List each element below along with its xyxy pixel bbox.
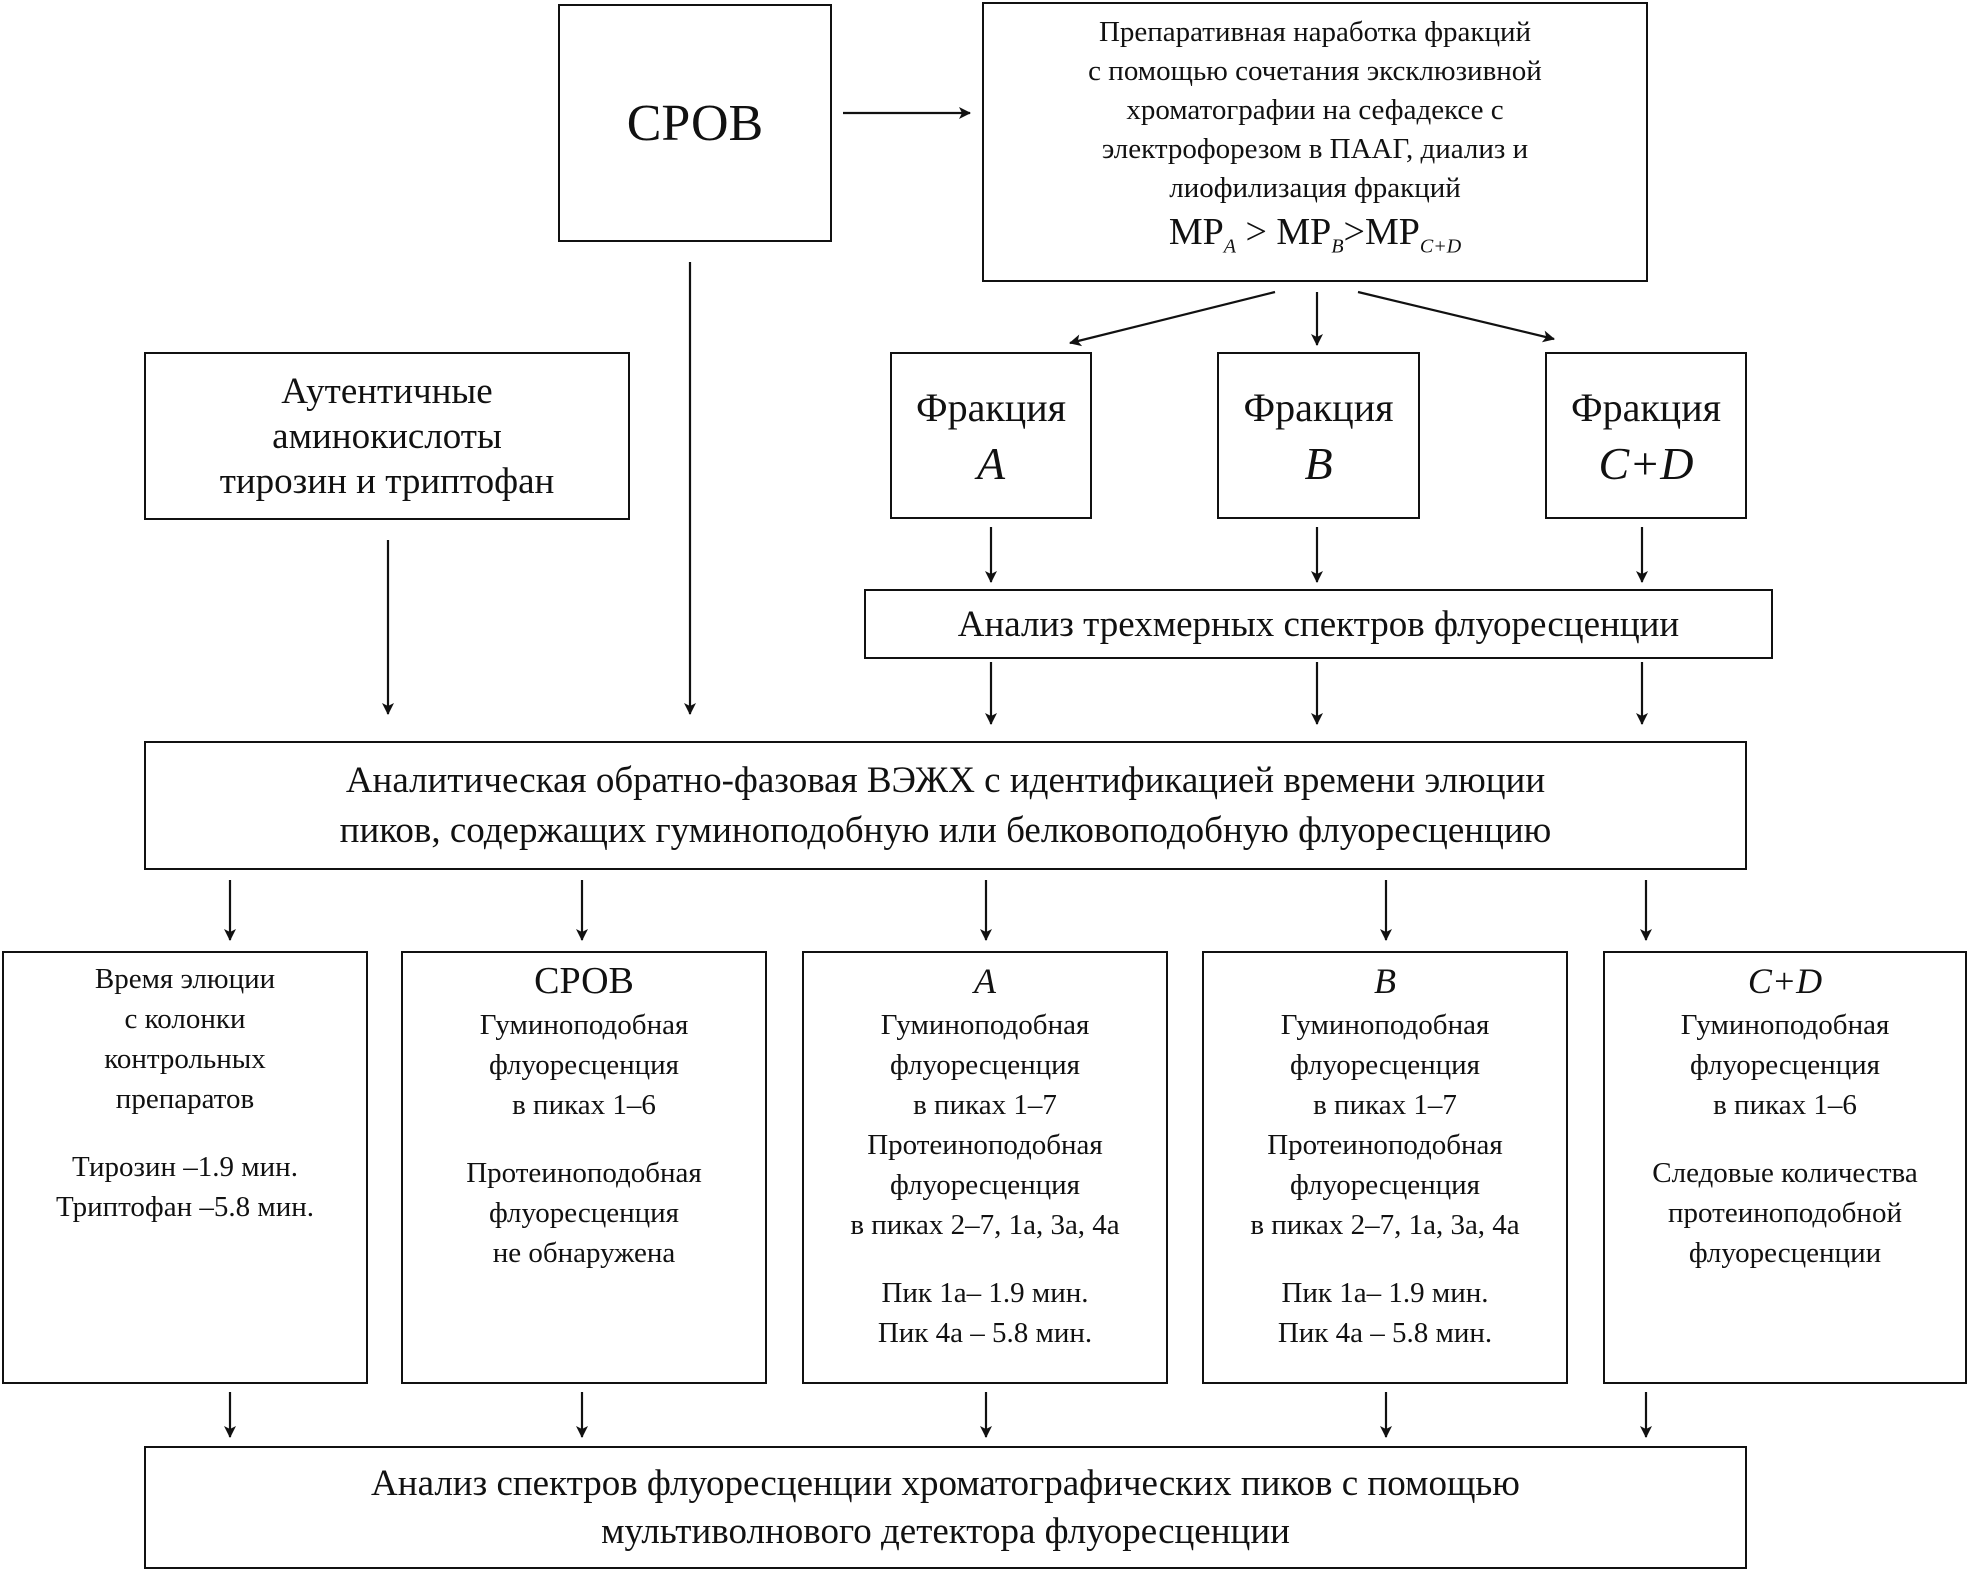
arrow-prep-to-fraction-cd	[1357, 290, 1555, 343]
prep-line: с помощью сочетания эксклюзивной	[1088, 55, 1542, 88]
result-line: Пик 4а – 5.8 мин.	[1277, 1317, 1493, 1349]
result-line: Протеиноподобная	[1267, 1129, 1503, 1161]
result-line: Гуминоподобная	[1680, 1009, 1890, 1041]
result-line: Пик 1а– 1.9 мин.	[881, 1277, 1089, 1309]
result-box-b: B Гуминоподобная флуоресценция в пиках 1…	[1202, 951, 1568, 1384]
hplc-line: пиков, содержащих гуминоподобную или бел…	[339, 809, 1552, 851]
final-line: Анализ спектров флуоресценции хроматогра…	[371, 1462, 1520, 1504]
result-line: контрольных	[104, 1043, 266, 1075]
result-box-srov: СРОВ Гуминоподобная флуоресценция в пика…	[401, 951, 767, 1384]
result-line: в пиках 2–7, 1а, 3а, 4а	[850, 1209, 1120, 1241]
result-line: Гуминоподобная	[1280, 1009, 1490, 1041]
result-line: с колонки	[124, 1003, 246, 1035]
result-line: флуоресценция	[1289, 1049, 1481, 1081]
result-line: Тирозин –1.9 мин.	[72, 1151, 298, 1183]
result-line: препаратов	[115, 1083, 255, 1115]
fraction-title: Фракция	[1571, 384, 1721, 430]
result-line: Пик 1а– 1.9 мин.	[1281, 1277, 1489, 1309]
amino-line: аминокислоты	[272, 415, 502, 457]
fraction-cd-box: Фракция C+D	[1545, 352, 1747, 519]
result-title: A	[974, 961, 996, 1001]
result-line: в пиках 1–6	[1713, 1089, 1857, 1121]
hplc-line: Аналитическая обратно-фазовая ВЭЖХ с иде…	[345, 759, 1546, 801]
srov-label: СРОВ	[626, 94, 764, 152]
amino-line: Аутентичные	[281, 370, 493, 412]
final-line: мультиволнового детектора флуоресценции	[601, 1510, 1290, 1552]
fraction-title: Фракция	[916, 384, 1066, 430]
result-line: флуоресценция	[488, 1049, 680, 1081]
result-line: Триптофан –5.8 мин.	[55, 1191, 314, 1223]
mp-sub-a: A	[1223, 235, 1236, 258]
prep-box: Препаративная наработка фракций с помощь…	[982, 2, 1648, 282]
mp-sub-cd: C+D	[1419, 235, 1462, 258]
result-line: не обнаружена	[492, 1237, 676, 1269]
arrow-prep-to-fraction-a	[1069, 290, 1276, 347]
result-line: флуоресценция	[1289, 1169, 1481, 1201]
result-box-a: A Гуминоподобная флуоресценция в пиках 1…	[802, 951, 1168, 1384]
result-title: СРОВ	[534, 960, 634, 1002]
result-line: Гуминоподобная	[479, 1009, 689, 1041]
result-line: в пиках 1–6	[512, 1089, 656, 1121]
mp-formula: МРA > МРB>МРC+D	[1168, 211, 1462, 258]
result-line: флуоресценция	[889, 1169, 1081, 1201]
analysis-3d-label: Анализ трехмерных спектров флуоресценции	[957, 603, 1680, 645]
result-title: C+D	[1747, 961, 1823, 1001]
mp-sub-b: B	[1331, 235, 1344, 258]
result-line: Пик 4а – 5.8 мин.	[877, 1317, 1093, 1349]
fraction-a-box: Фракция A	[890, 352, 1092, 519]
result-line: Время элюции	[94, 963, 276, 995]
fraction-letter: C+D	[1598, 437, 1694, 489]
hplc-box: Аналитическая обратно-фазовая ВЭЖХ с иде…	[144, 741, 1747, 870]
result-line: флуоресценция	[889, 1049, 1081, 1081]
prep-line: Препаративная наработка фракций	[1098, 16, 1532, 49]
prep-line: электрофорезом в ПААГ, диализ и	[1101, 133, 1529, 166]
result-line: Гуминоподобная	[880, 1009, 1090, 1041]
result-line: в пиках 1–7	[1313, 1089, 1457, 1121]
result-line: флуоресценции	[1688, 1237, 1882, 1269]
result-title: B	[1374, 961, 1396, 1001]
fraction-title: Фракция	[1243, 384, 1394, 430]
result-line: в пиках 1–7	[913, 1089, 1057, 1121]
fraction-letter: A	[976, 437, 1006, 489]
result-box-controls: Время элюции с колонки контрольных препа…	[2, 951, 368, 1384]
amino-acids-box: Аутентичные аминокислоты тирозин и трипт…	[144, 352, 630, 520]
analysis-3d-box: Анализ трехмерных спектров флуоресценции	[864, 589, 1773, 659]
result-line: Протеиноподобная	[466, 1157, 702, 1189]
prep-line: лиофилизация фракций	[1169, 172, 1461, 205]
amino-line: тирозин и триптофан	[219, 460, 555, 502]
result-line: флуоресценция	[488, 1197, 680, 1229]
final-analysis-box: Анализ спектров флуоресценции хроматогра…	[144, 1446, 1747, 1569]
fraction-b-box: Фракция B	[1217, 352, 1420, 519]
result-line: Следовые количества	[1652, 1157, 1918, 1189]
fraction-letter: B	[1304, 437, 1333, 489]
result-line: в пиках 2–7, 1а, 3а, 4а	[1250, 1209, 1520, 1241]
srov-box: СРОВ	[558, 4, 832, 242]
result-line: Протеиноподобная	[867, 1129, 1103, 1161]
result-line: протеиноподобной	[1668, 1197, 1902, 1229]
result-line: флуоресценция	[1689, 1049, 1881, 1081]
prep-line: хроматографии на сефадексе с	[1126, 94, 1504, 127]
result-box-cd: C+D Гуминоподобная флуоресценция в пиках…	[1603, 951, 1967, 1384]
